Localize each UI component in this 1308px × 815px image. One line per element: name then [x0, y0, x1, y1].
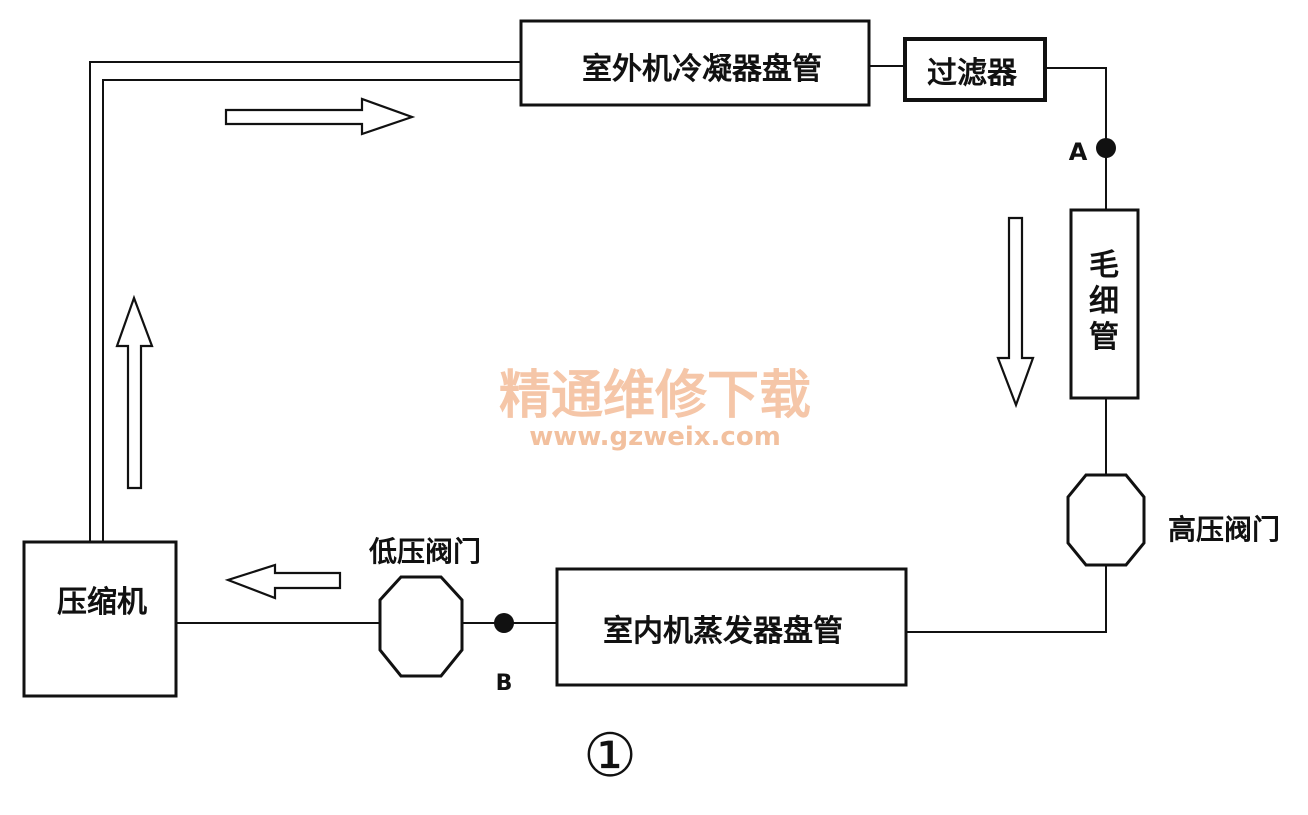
capillary-label-3: 管: [1089, 320, 1119, 355]
low-pressure-valve-label: 低压阀门: [368, 535, 481, 568]
flow-arrow-up: [115, 294, 154, 490]
figure-number: ①: [583, 721, 637, 791]
watermark-url: www.gzweix.com: [529, 422, 781, 452]
capillary-box: [1069, 208, 1140, 400]
discharge-pipe-outer: [89, 61, 521, 543]
high-pressure-valve-label: 高压阀门: [1168, 513, 1280, 546]
capillary-label-1: 毛: [1089, 248, 1119, 283]
condenser-label: 室外机冷凝器盘管: [582, 52, 822, 87]
point-b-node: [494, 613, 514, 633]
low-pressure-valve: [378, 575, 464, 678]
flow-arrow-left: [224, 563, 342, 600]
evaporator-label: 室内机蒸发器盘管: [603, 614, 843, 649]
capillary-label-2: 细: [1089, 284, 1119, 319]
compressor-box: [22, 540, 178, 698]
point-a-node: [1096, 138, 1116, 158]
watermark-name: 精通维修下载: [499, 366, 811, 426]
filter-label: 过滤器: [927, 56, 1018, 91]
compressor-label: 压缩机: [57, 585, 147, 620]
flow-arrow-right: [224, 97, 416, 136]
discharge-pipe-inner: [102, 79, 521, 543]
valve-evaporator-pipe: [906, 565, 1107, 633]
filter-box: [903, 37, 1047, 102]
filter-capillary-pipe: [1045, 67, 1107, 210]
high-pressure-valve: [1066, 473, 1146, 567]
condenser-box: [519, 19, 871, 107]
evaporator-box: [555, 567, 908, 687]
point-b-label: B: [496, 671, 513, 696]
point-a-label: A: [1069, 138, 1088, 166]
flow-arrow-down: [996, 216, 1035, 409]
